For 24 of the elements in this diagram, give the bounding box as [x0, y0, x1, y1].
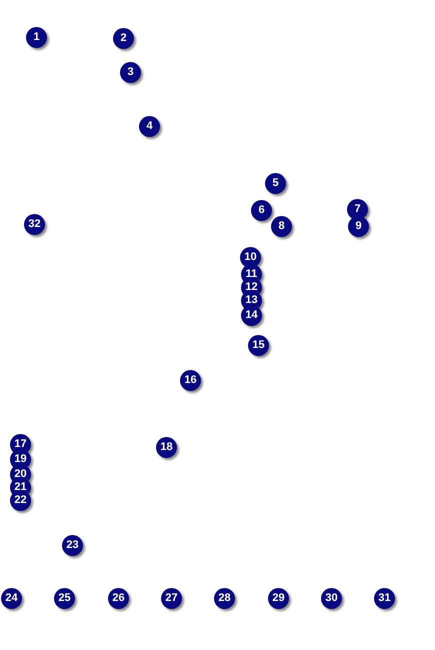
callout-number: 18 — [156, 437, 177, 458]
callout-number: 4 — [139, 116, 160, 137]
callout-number: 28 — [214, 588, 235, 609]
callout-number: 1 — [26, 27, 47, 48]
callout-number: 6 — [251, 200, 272, 221]
callout-number: 29 — [268, 588, 289, 609]
callout-number: 26 — [108, 588, 129, 609]
callout-number: 30 — [321, 588, 342, 609]
callout-number: 32 — [24, 214, 45, 235]
callout-number: 27 — [161, 588, 182, 609]
callout-number: 24 — [1, 588, 22, 609]
callout-number: 10 — [240, 247, 261, 268]
callout-number: 16 — [180, 370, 201, 391]
callout-number: 31 — [374, 588, 395, 609]
callout-number: 5 — [265, 173, 286, 194]
callout-number: 15 — [248, 335, 269, 356]
callout-number: 9 — [348, 216, 369, 237]
callout-number: 7 — [347, 199, 368, 220]
callout-number: 8 — [271, 216, 292, 237]
callout-number: 3 — [120, 62, 141, 83]
callout-number: 2 — [113, 28, 134, 49]
callout-number: 23 — [62, 535, 83, 556]
callout-number: 25 — [54, 588, 75, 609]
callout-number: 14 — [241, 305, 262, 326]
